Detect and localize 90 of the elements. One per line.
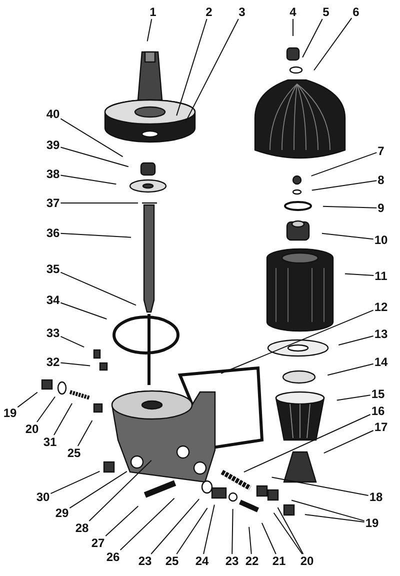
callout-number: 21 [271,554,287,568]
callout-number: 23 [137,554,153,568]
leader-line [243,414,371,473]
callout-number: 35 [45,262,61,276]
callout-number: 23 [224,554,240,568]
leader-line [184,18,239,123]
leader-line [150,498,200,554]
leader-line [105,506,139,536]
callout-number: 19 [2,406,18,420]
leader-line [17,392,38,408]
callout-number: 16 [370,404,386,418]
leader-line [60,174,117,185]
callout-number: 34 [45,293,61,307]
callout-number: 1 [148,5,158,19]
callout-number: 29 [54,506,70,520]
callout-number: 40 [45,107,61,121]
leader-line [338,336,374,346]
callout-number: 31 [42,435,58,449]
leader-line [60,362,91,366]
leader-line [176,18,208,116]
callout-number: 4 [288,5,298,19]
callout-number: 13 [373,327,389,341]
leader-line [302,18,323,58]
leader-line [60,202,138,204]
callout-number: 26 [105,550,121,564]
leader-line [203,504,215,554]
callout-number: 22 [244,554,260,568]
callout-number: 15 [370,387,386,401]
callout-number: 10 [373,233,389,247]
leader-line [146,18,152,42]
callout-number: 17 [373,420,389,434]
callout-number: 27 [90,536,106,550]
leader-line [54,402,73,436]
leader-line [336,394,371,401]
leader-line [304,514,365,523]
callout-number: 5 [322,5,330,19]
leader-line [77,420,93,446]
leader-line [232,508,234,554]
callout-number: 20 [24,422,40,436]
leader-line [248,526,252,554]
leader-line [323,430,374,454]
leader-line [344,273,374,276]
leader-line [277,507,304,554]
leader-line [321,232,374,240]
callout-number: 9 [376,201,386,215]
leader-line [271,476,369,496]
callout-number: 8 [376,173,386,187]
callout-number: 39 [45,138,61,152]
leader-line [60,336,85,348]
callout-number: 32 [45,355,61,369]
leader-line [60,232,132,238]
leader-line [60,146,129,168]
callout-number: 14 [373,355,389,369]
leader-line [310,152,378,176]
leader-line [69,470,128,509]
callout-number: 20 [299,554,315,568]
leader-line [291,500,365,522]
callout-number: 24 [194,554,210,568]
callout-number: 38 [45,167,61,181]
leader-line [273,512,303,554]
callout-number: 36 [45,226,61,240]
callout-number: 12 [373,300,389,314]
callout-number: 25 [164,554,180,568]
callout-number: 28 [74,521,90,535]
callout-number: 11 [374,269,388,283]
leader-line [60,118,124,158]
leader-line [36,396,56,422]
leader-line [261,522,276,554]
callout-number: 18 [368,490,384,504]
leader-line [314,18,352,71]
callout-number: 37 [45,196,61,210]
leader-line [60,302,108,320]
leader-line [322,206,378,208]
callout-number: 19 [364,516,380,530]
leader-line [327,363,374,376]
leader-line [220,310,374,374]
leader-line [120,498,175,550]
callout-number: 25 [66,446,82,460]
callout-number: 6 [352,5,360,19]
leader-line [176,507,208,554]
callout-number: 2 [204,5,214,19]
callout-number: 33 [45,326,61,340]
callout-number: 3 [238,5,246,19]
leader-line [60,272,136,306]
leader-line [311,180,378,191]
callout-number: 30 [35,490,51,504]
callout-number: 7 [376,144,386,158]
leader-line [292,18,294,36]
leader-line [88,460,152,522]
leader-line [50,470,100,494]
